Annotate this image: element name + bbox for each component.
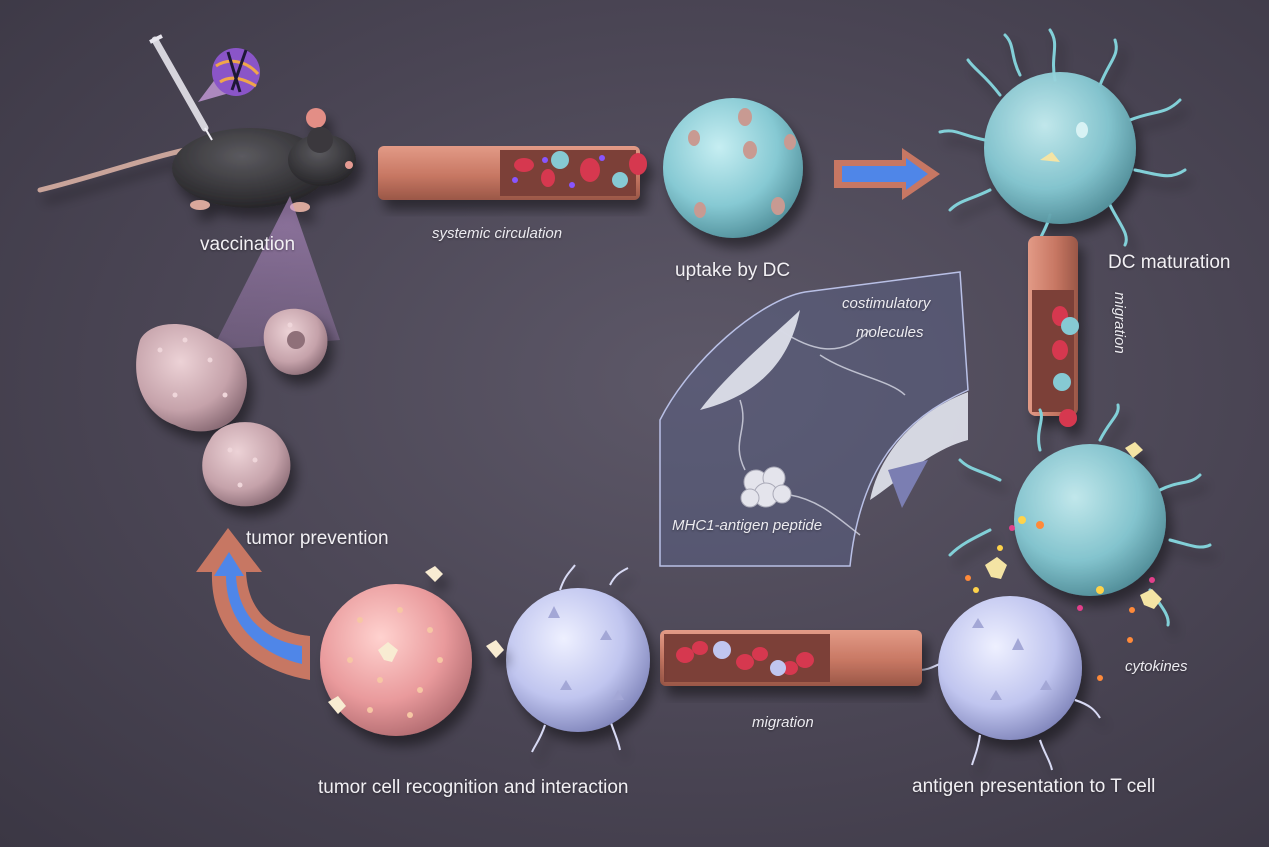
label-uptake-by-dc: uptake by DC	[675, 260, 791, 281]
label-cytokines: cytokines	[1125, 658, 1188, 675]
prevented-tumor-cells	[136, 308, 328, 507]
nanoparticle-callout	[198, 48, 260, 102]
curved-arrow-up	[196, 528, 310, 680]
mhc1-molecule	[740, 466, 792, 508]
label-dc-maturation: DC maturation	[1108, 252, 1231, 273]
tumor-cell	[320, 566, 504, 736]
label-vaccination: vaccination	[200, 234, 296, 255]
syringe-icon	[149, 34, 213, 141]
dendritic-cell-uptake	[663, 98, 803, 238]
label-migration-vertical: migration	[1111, 292, 1128, 354]
label-mhc1-antigen-peptide: MHC1-antigen peptide	[672, 517, 823, 534]
label-tumor-prevention: tumor prevention	[246, 528, 389, 549]
vessel-systemic-circulation	[378, 146, 647, 200]
label-tumor-cell-recognition: tumor cell recognition and interaction	[318, 777, 629, 798]
label-molecules: molecules	[856, 324, 924, 341]
cytokine-particles	[965, 516, 1162, 681]
label-systemic-circulation: systemic circulation	[432, 225, 563, 242]
dendritic-cell-presenting	[948, 403, 1212, 627]
label-migration-bottom: migration	[752, 714, 814, 731]
vessel-migration-bottom	[660, 630, 922, 686]
label-antigen-presentation: antigen presentation to T cell	[912, 776, 1156, 797]
mouse	[37, 108, 356, 212]
dendritic-cell-mature	[938, 28, 1187, 252]
t-cell-interaction	[506, 564, 650, 753]
arrow-to-maturation	[834, 148, 940, 200]
vessel-migration-vertical	[1028, 236, 1079, 427]
t-cell-presentation	[919, 596, 1101, 771]
label-costimulatory: costimulatory	[842, 295, 931, 312]
molecular-detail-callout	[659, 271, 969, 567]
